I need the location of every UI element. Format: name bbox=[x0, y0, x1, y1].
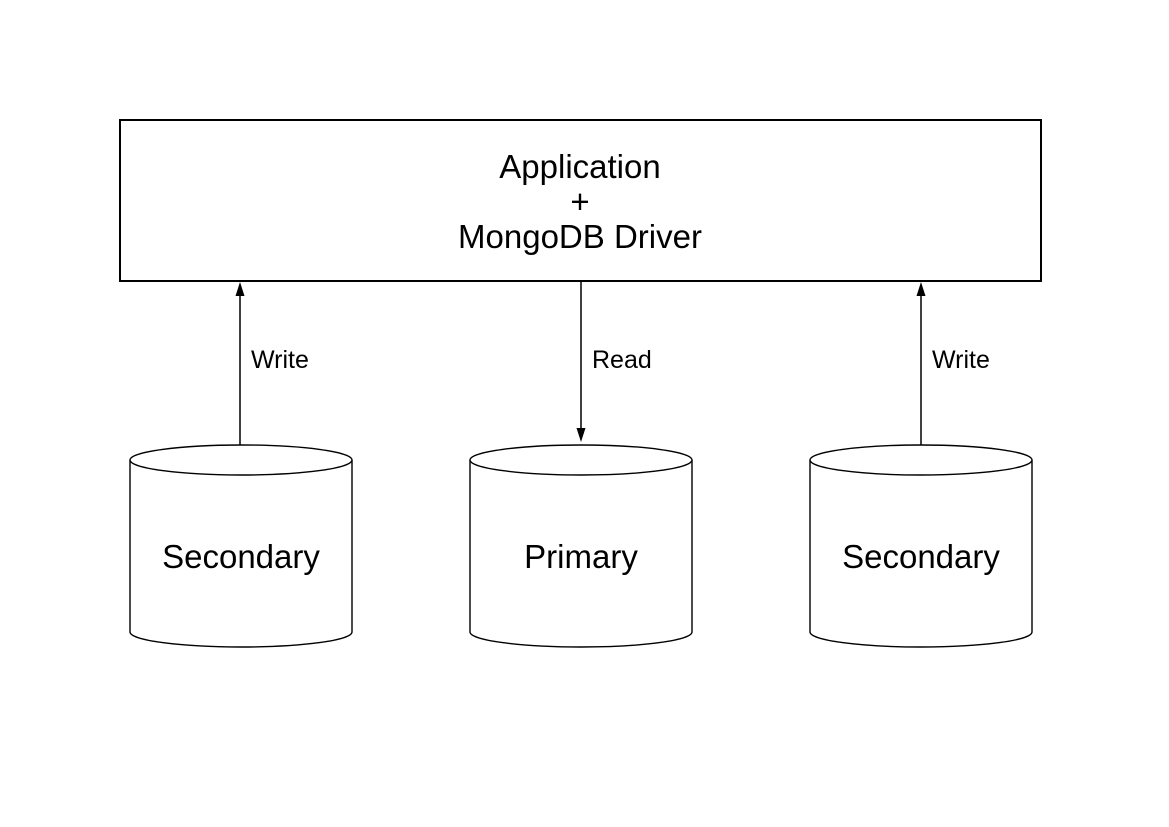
read-connection-middle: Read bbox=[576, 282, 652, 442]
application-box-line-2: + bbox=[570, 183, 589, 220]
database-cylinder-secondary-right: Secondary bbox=[809, 444, 1033, 648]
read-label: Read bbox=[592, 346, 652, 374]
application-box-group: Application + MongoDB Driver bbox=[119, 119, 1042, 282]
cylinder-top bbox=[469, 444, 693, 476]
write-connection-left: Write bbox=[235, 282, 309, 445]
database-cylinder-secondary-left: Secondary bbox=[129, 444, 353, 648]
write-label-right: Write bbox=[932, 346, 990, 374]
write-connection-right: Write bbox=[916, 282, 990, 445]
database-label-secondary-left: Secondary bbox=[162, 538, 320, 575]
write-label-left: Write bbox=[251, 346, 309, 374]
cylinder-body bbox=[469, 460, 693, 648]
application-box-line-3: MongoDB Driver bbox=[458, 218, 702, 255]
arrow-up-icon bbox=[235, 282, 245, 296]
database-cylinder-primary: Primary bbox=[469, 444, 693, 648]
arrow-up-icon bbox=[916, 282, 926, 296]
cylinder-top bbox=[129, 444, 353, 476]
application-box bbox=[119, 119, 1042, 282]
cylinder-body bbox=[129, 460, 353, 648]
cylinder-top bbox=[809, 444, 1033, 476]
database-label-secondary-right: Secondary bbox=[842, 538, 1000, 575]
cylinder-body bbox=[809, 460, 1033, 648]
arrow-down-icon bbox=[576, 428, 586, 442]
database-label-primary: Primary bbox=[524, 538, 638, 575]
application-box-line-1: Application bbox=[499, 148, 660, 185]
